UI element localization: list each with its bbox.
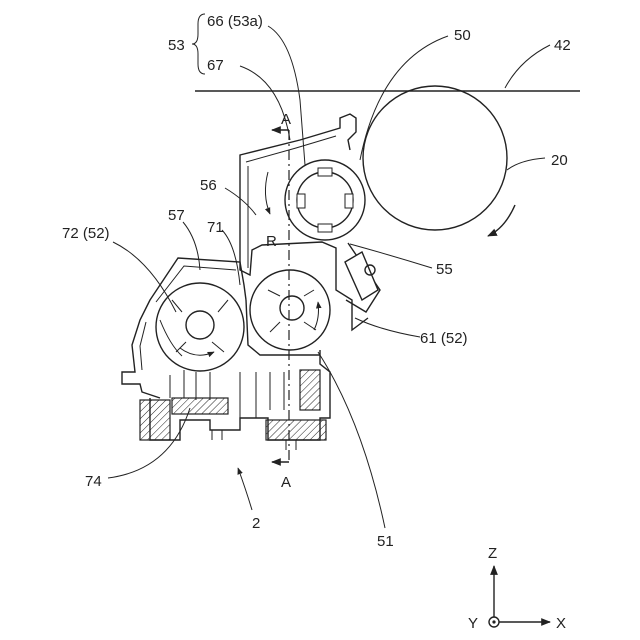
label-a-bottom: A — [281, 474, 291, 491]
photosensitive-drum-20 — [363, 86, 507, 230]
leader-67 — [240, 66, 290, 140]
leader-66 — [268, 26, 305, 165]
bottom-block-small — [300, 370, 320, 410]
label-66: 66 (53a) — [207, 13, 263, 30]
axis-x-label: X — [556, 615, 566, 632]
leader-71 — [222, 230, 240, 285]
leader-50 — [360, 36, 448, 160]
label-2: 2 — [252, 515, 260, 532]
agitator-72-core — [186, 311, 214, 339]
label-50: 50 — [454, 27, 471, 44]
rotation-arrow-r — [265, 172, 270, 214]
supply-roller-61-core — [280, 296, 304, 320]
label-72: 72 (52) — [62, 225, 110, 242]
leader-2 — [238, 468, 252, 510]
bottom-block-left — [140, 400, 170, 440]
bottom-block-mid — [172, 398, 228, 414]
agitator-rotation-arrow — [180, 348, 214, 355]
bottom-block-right — [266, 420, 326, 440]
drum-rotation-arrow — [488, 205, 515, 236]
label-42: 42 — [554, 37, 571, 54]
leader-42 — [505, 45, 550, 88]
label-r: R — [266, 233, 277, 250]
label-20: 20 — [551, 152, 568, 169]
label-67: 67 — [207, 57, 224, 74]
leader-20 — [507, 158, 545, 170]
label-51: 51 — [377, 533, 394, 550]
label-74: 74 — [85, 473, 102, 490]
leader-57 — [183, 222, 200, 270]
label-a-top: A — [281, 111, 291, 128]
axis-y-dot — [492, 620, 495, 623]
label-57: 57 — [168, 207, 185, 224]
label-61: 61 (52) — [420, 330, 468, 347]
axis-z-label: Z — [488, 545, 497, 562]
leader-51 — [318, 352, 385, 528]
brace-53 — [192, 14, 205, 74]
blade-55 — [345, 252, 378, 300]
leader-72 — [113, 242, 176, 312]
label-53: 53 — [168, 37, 185, 54]
axis-y-label: Y — [468, 615, 478, 632]
roller-61-rotation-arrow — [314, 302, 319, 330]
label-56: 56 — [200, 177, 217, 194]
label-55: 55 — [436, 261, 453, 278]
label-71: 71 — [207, 219, 224, 236]
